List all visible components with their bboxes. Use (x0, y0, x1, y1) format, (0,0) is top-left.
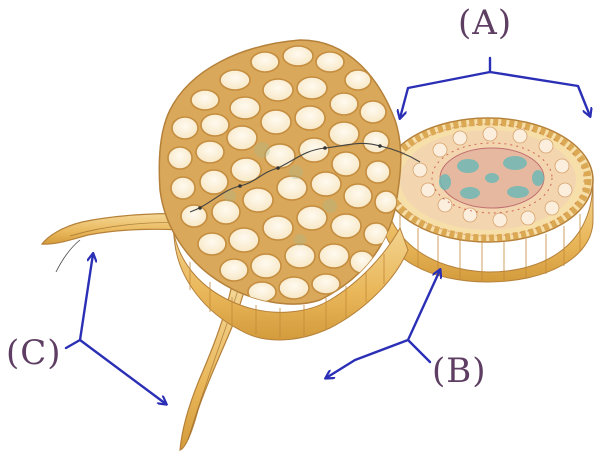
label-b: (B) (432, 354, 487, 388)
label-c: (C) (6, 336, 62, 370)
root-cross-section (383, 118, 593, 242)
bracket-c (66, 254, 166, 404)
tissue-block-top (159, 40, 400, 304)
label-a: (A) (458, 6, 512, 40)
hair-line (56, 240, 80, 272)
bracket-a (400, 58, 590, 118)
